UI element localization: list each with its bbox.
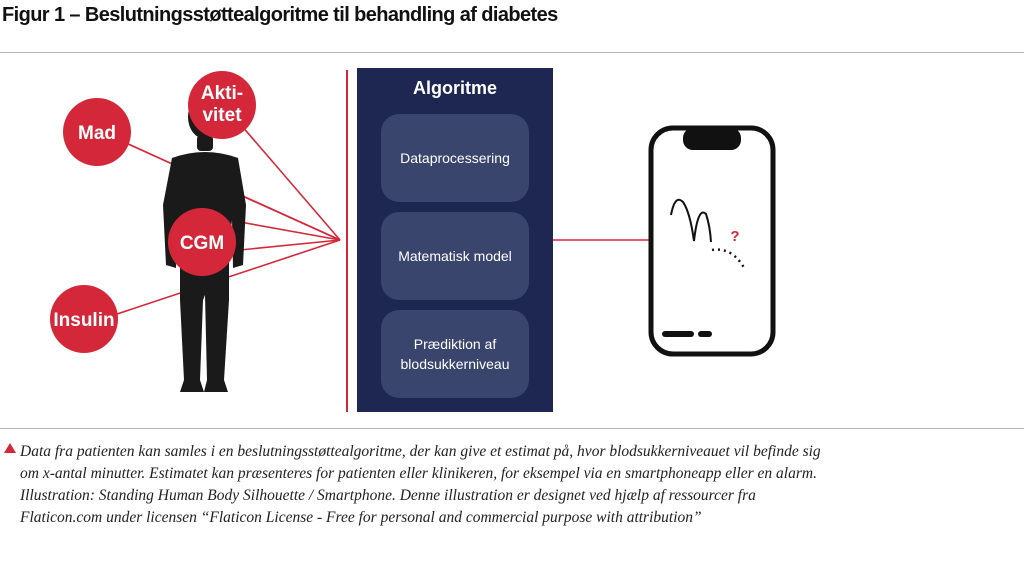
aktivitet-label-line1: Akti- [201,83,243,104]
connector-torso [239,194,341,241]
insulin-label: Insulin [53,310,114,331]
cgm-label: CGM [180,233,224,254]
algorithm-step-dataprocessering: Dataprocessering [381,114,529,202]
smartphone-icon: ? [648,125,776,357]
algorithm-step-model: Matematisk model [381,212,529,300]
connector-cgm [239,221,341,241]
bottom-divider [0,428,1024,429]
input-insulin: Insulin [50,285,118,353]
input-mad: Mad [63,98,131,166]
top-divider [0,52,1024,53]
algorithm-panel: Algoritme Dataprocessering Matematisk mo… [357,68,553,412]
figure-caption: Data fra patienten kan samles i en beslu… [20,443,821,526]
input-aktivitet: Akti- vitet [188,71,256,139]
prediction-question-mark: ? [730,228,739,245]
aktivitet-label-line2: vitet [202,105,242,126]
figure-title: Figur 1 – Beslutningsstøttealgoritme til… [2,4,558,26]
connector-aktivitet [234,117,341,241]
caption-arrow-icon [4,443,16,453]
algorithm-step-prediktion: Prædiktion af blodsukkerniveau [381,310,529,398]
algorithm-title: Algoritme [412,78,497,98]
input-cgm: CGM [168,208,236,276]
mad-label: Mad [78,123,116,144]
connector-hip [239,239,341,251]
diagram-canvas: Mad Akti- vitet CGM Insulin ? [50,70,776,412]
